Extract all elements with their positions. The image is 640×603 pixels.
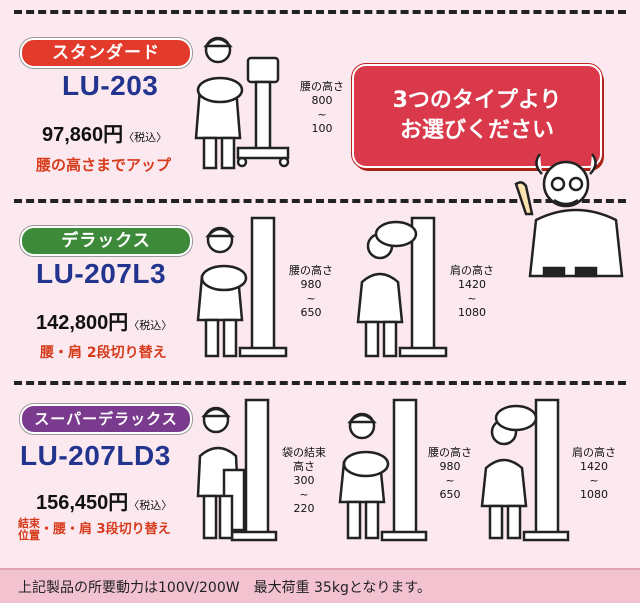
height-min: 650 bbox=[439, 488, 461, 501]
deluxe-price: 142,800円 bbox=[36, 312, 129, 334]
standard-label: スタンダード bbox=[20, 38, 192, 68]
divider-2 bbox=[14, 381, 626, 385]
height-label: 肩の高さ bbox=[572, 446, 616, 459]
footer-text: 上記製品の所要動力は100V/200W 最大荷重 35kgとなります。 bbox=[18, 580, 432, 596]
height-min: 1080 bbox=[458, 306, 486, 319]
deluxe-label: デラックス bbox=[20, 226, 192, 256]
worker-lift-illustration-standard bbox=[194, 36, 290, 170]
range-tilde: ~ bbox=[445, 474, 455, 487]
super-deluxe-price-block: 156,450円〈税込〉 bbox=[36, 486, 172, 515]
callout-box: 3つのタイプより お選びください bbox=[352, 64, 602, 168]
standard-note: 腰の高さまでアップ bbox=[36, 156, 172, 174]
super-deluxe-note: 結束 位置 ・腰・肩 3段切り替え bbox=[18, 518, 171, 542]
professor-illustration bbox=[514, 153, 624, 278]
height-label-line1: 袋の結束 bbox=[282, 446, 326, 459]
super-deluxe-model: LU-207LD3 bbox=[20, 440, 171, 471]
worker-lift-illustration-deluxe-shoulder bbox=[356, 216, 448, 358]
divider-top bbox=[14, 10, 626, 14]
height-label: 肩の高さ bbox=[450, 264, 494, 277]
height-max: 800 bbox=[311, 94, 333, 107]
worker-lift-illustration-super-shoulder bbox=[480, 398, 570, 542]
height-max: 1420 bbox=[458, 278, 486, 291]
height-min: 220 bbox=[293, 502, 315, 515]
super-bag-dim: 袋の結束 高さ 300 ~ 220 bbox=[274, 446, 334, 516]
range-tilde: ~ bbox=[317, 108, 327, 121]
height-max: 1420 bbox=[580, 460, 608, 473]
range-tilde: ~ bbox=[299, 488, 309, 501]
note-rest: ・腰・肩 3段切り替え bbox=[40, 522, 171, 537]
super-deluxe-label: スーパーデラックス bbox=[20, 404, 192, 434]
worker-lift-illustration-super-waist bbox=[338, 398, 428, 542]
super-shoulder-dim: 肩の高さ 1420 ~ 1080 bbox=[566, 446, 622, 502]
range-tilde: ~ bbox=[306, 292, 316, 305]
height-label: 腰の高さ bbox=[428, 446, 472, 459]
height-max: 300 bbox=[293, 474, 315, 487]
deluxe-note: 腰・肩 2段切り替え bbox=[40, 345, 167, 361]
height-label-line2: 高さ bbox=[293, 460, 315, 473]
footer-bar: 上記製品の所要動力は100V/200W 最大荷重 35kgとなります。 bbox=[0, 568, 640, 603]
super-waist-dim: 腰の高さ 980 ~ 650 bbox=[424, 446, 476, 502]
height-min: 1080 bbox=[580, 488, 608, 501]
deluxe-tax: 〈税込〉 bbox=[128, 320, 173, 332]
worker-lift-illustration-super-bag bbox=[196, 398, 278, 542]
deluxe-waist-dim: 腰の高さ 980 ~ 650 bbox=[286, 264, 336, 320]
deluxe-model: LU-207L3 bbox=[36, 258, 167, 289]
standard-price: 97,860円 bbox=[42, 124, 124, 146]
range-tilde: ~ bbox=[467, 292, 477, 305]
worker-lift-illustration-deluxe-waist bbox=[196, 216, 288, 358]
note-line1: 結束 bbox=[18, 517, 40, 530]
standard-tax: 〈税込〉 bbox=[123, 132, 168, 144]
height-min: 100 bbox=[311, 122, 333, 135]
height-min: 650 bbox=[300, 306, 322, 319]
callout-line1: 3つのタイプより bbox=[392, 88, 562, 113]
height-label: 腰の高さ bbox=[289, 264, 333, 277]
deluxe-shoulder-dim: 肩の高さ 1420 ~ 1080 bbox=[444, 264, 500, 320]
divider-1 bbox=[14, 199, 626, 203]
callout-line2: お選びください bbox=[399, 118, 554, 143]
standard-height-dim: 腰の高さ 800 ~ 100 bbox=[294, 80, 350, 136]
height-max: 980 bbox=[300, 278, 322, 291]
range-tilde: ~ bbox=[589, 474, 599, 487]
deluxe-price-block: 142,800円〈税込〉 bbox=[36, 306, 172, 335]
standard-price-block: 97,860円〈税込〉 bbox=[42, 118, 167, 147]
super-deluxe-price: 156,450円 bbox=[36, 492, 129, 514]
standard-model: LU-203 bbox=[62, 70, 159, 101]
note-line2: 位置 bbox=[18, 529, 40, 542]
height-max: 980 bbox=[439, 460, 461, 473]
super-deluxe-tax: 〈税込〉 bbox=[128, 500, 173, 512]
height-label: 腰の高さ bbox=[300, 80, 344, 93]
